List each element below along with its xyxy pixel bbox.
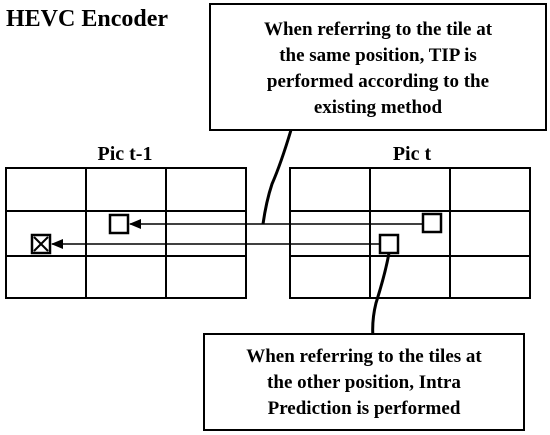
top-callout-line: existing method bbox=[314, 97, 443, 118]
top-callout-line: When referring to the tile at bbox=[264, 19, 493, 40]
bottom-callout-line: Prediction is performed bbox=[268, 398, 461, 419]
top-callout-leader bbox=[261, 129, 293, 225]
pic-curr-label: Pic t bbox=[393, 143, 432, 165]
pic-prev-grid bbox=[5, 167, 247, 299]
top-callout-line: the same position, TIP is bbox=[279, 45, 477, 66]
curr-block-same-position bbox=[421, 212, 443, 234]
bottom-callout-line: the other position, Intra bbox=[267, 372, 461, 393]
diagram-title: HEVC Encoder bbox=[6, 6, 168, 32]
pic-prev-frame bbox=[5, 167, 247, 299]
pic-curr-grid bbox=[289, 167, 531, 299]
top-callout-line: performed according to the bbox=[267, 71, 489, 92]
ref-block-same-position bbox=[108, 213, 130, 235]
pic-curr-frame bbox=[289, 167, 531, 299]
bottom-callout-leader bbox=[371, 252, 391, 339]
bottom-callout-box bbox=[203, 333, 525, 431]
pic-prev-label: Pic t-1 bbox=[98, 143, 153, 165]
curr-block-other-position bbox=[378, 233, 400, 255]
bottom-callout-line: When referring to the tiles at bbox=[246, 346, 482, 367]
top-callout-box bbox=[209, 3, 547, 131]
ref-block-other-position-crossed bbox=[30, 233, 52, 255]
